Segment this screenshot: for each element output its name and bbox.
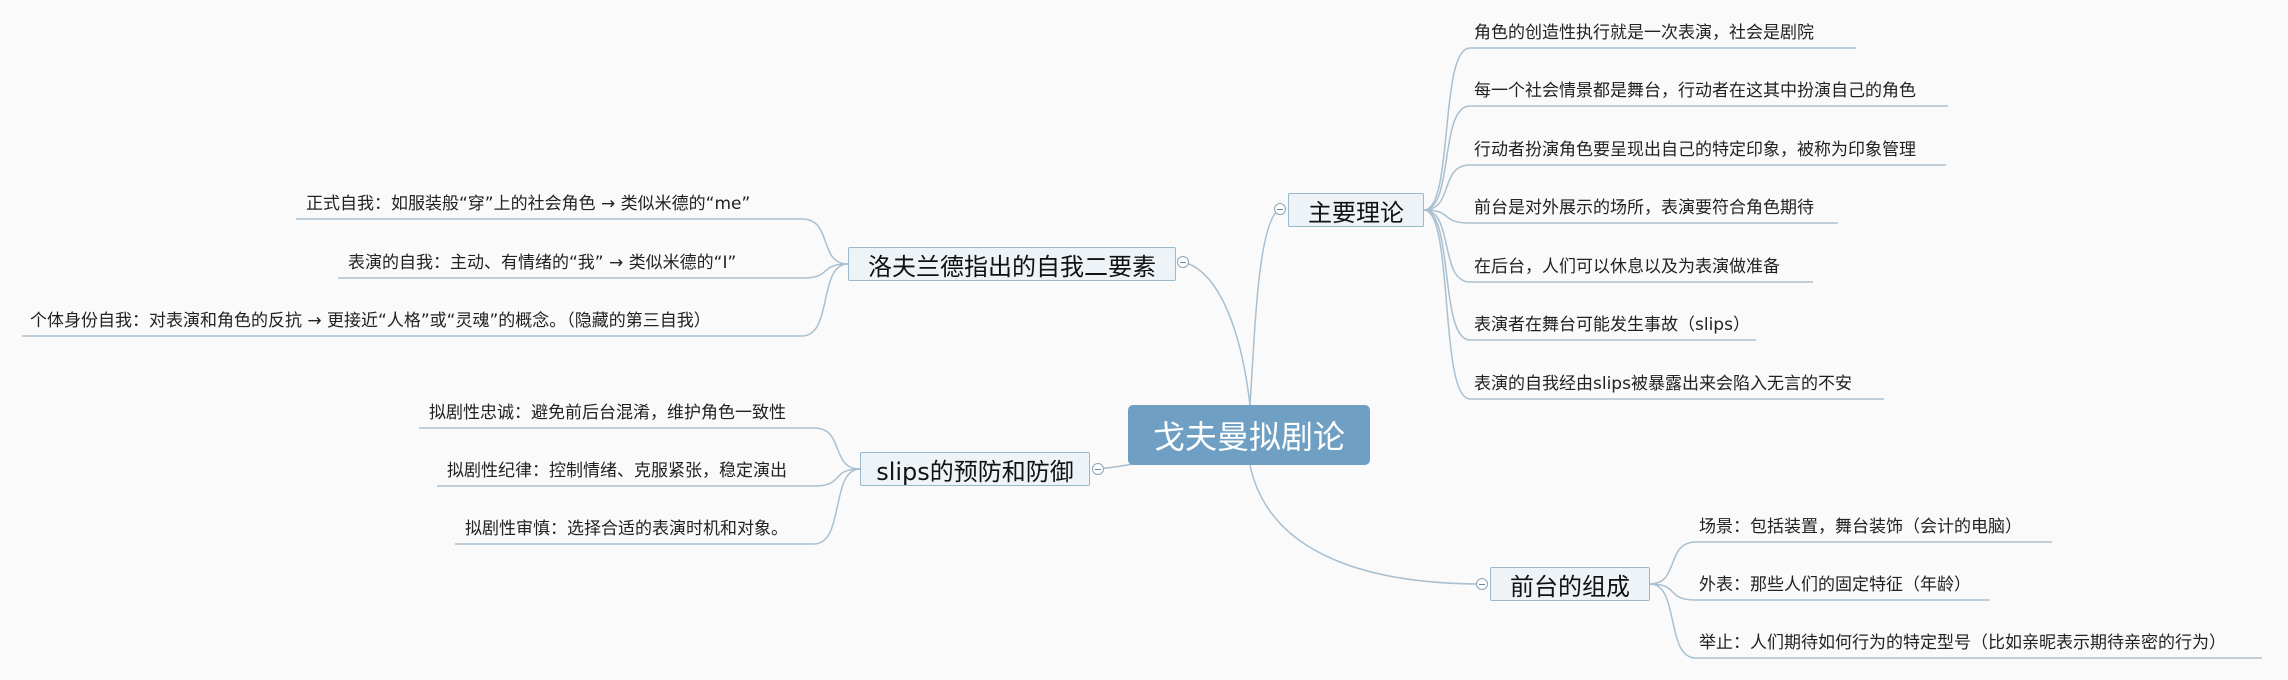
self-elements-link-2 (801, 263, 849, 279)
main-theory-link-7 (1423, 209, 1471, 400)
main-theory-item-3[interactable]: 行动者扮演角色要呈现出自己的特定印象，被称为印象管理 (1474, 140, 1916, 160)
main-theory-link-3 (1423, 164, 1471, 211)
self-elements-item-2[interactable]: 表演的自我：主动、有情绪的“我” → 类似米德的“I” (348, 253, 737, 273)
self-elements-link-1 (801, 218, 849, 265)
front-stage-item-2[interactable]: 外表：那些人们的固定特征（年龄） (1699, 575, 1971, 595)
main-theory-item-4[interactable]: 前台是对外展示的场所，表演要符合角色期待 (1474, 198, 1814, 218)
slips-defense-link-2 (813, 468, 861, 487)
root-node[interactable]: 戈夫曼拟剧论 (1128, 405, 1370, 465)
main-theory-item-7[interactable]: 表演的自我经由slips被暴露出来会陷入无言的不安 (1474, 374, 1852, 394)
front-stage-link-3 (1649, 583, 1697, 659)
topic-self-elements[interactable]: 洛夫兰德指出的自我二要素 (848, 247, 1176, 281)
collapse-icon[interactable] (1092, 463, 1104, 475)
main-theory-item-6[interactable]: 表演者在舞台可能发生事故（slips） (1474, 315, 1750, 335)
slips-defense-link-3 (813, 468, 861, 545)
main-theory-item-2[interactable]: 每一个社会情景都是舞台，行动者在这其中扮演自己的角色 (1474, 81, 1916, 101)
self-elements-link-3 (801, 263, 849, 337)
self-elements-item-1[interactable]: 正式自我：如服装般“穿”上的社会角色 → 类似米德的“me” (306, 194, 751, 214)
collapse-icon[interactable] (1274, 203, 1286, 215)
slips-defense-item-3[interactable]: 拟剧性审慎：选择合适的表演时机和对象。 (465, 519, 788, 539)
topic-slips-defense[interactable]: slips的预防和防御 (860, 452, 1090, 486)
main-theory-link-2 (1423, 105, 1471, 211)
front-stage-link-1 (1649, 541, 1697, 585)
main-theory-item-1[interactable]: 角色的创造性执行就是一次表演，社会是剧院 (1474, 23, 1814, 43)
slips-defense-link-1 (813, 427, 861, 470)
root-link-self-elements (1182, 261, 1251, 406)
collapse-icon[interactable] (1476, 578, 1488, 590)
root-link-front-stage (1249, 464, 1483, 585)
main-theory-link-1 (1423, 47, 1471, 211)
front-stage-item-3[interactable]: 举止：人们期待如何行为的特定型号（比如亲昵表示期待亲密的行为） (1699, 633, 2226, 653)
topic-front-stage[interactable]: 前台的组成 (1490, 567, 1650, 601)
root-link-main-theory (1249, 208, 1281, 406)
slips-defense-item-1[interactable]: 拟剧性忠诚：避免前后台混淆，维护角色一致性 (429, 403, 786, 423)
collapse-icon[interactable] (1177, 256, 1189, 268)
front-stage-item-1[interactable]: 场景：包括装置，舞台装饰（会计的电脑） (1699, 517, 2022, 537)
main-theory-link-5 (1423, 209, 1471, 283)
topic-main-theory[interactable]: 主要理论 (1288, 193, 1424, 227)
main-theory-item-5[interactable]: 在后台，人们可以休息以及为表演做准备 (1474, 257, 1780, 277)
slips-defense-item-2[interactable]: 拟剧性纪律：控制情绪、克服紧张，稳定演出 (447, 461, 787, 481)
front-stage-link-2 (1649, 583, 1697, 601)
self-elements-item-3[interactable]: 个体身份自我：对表演和角色的反抗 → 更接近“人格”或“灵魂”的概念。（隐藏的第… (30, 311, 711, 331)
main-theory-link-6 (1423, 209, 1471, 341)
main-theory-link-4 (1423, 209, 1471, 224)
